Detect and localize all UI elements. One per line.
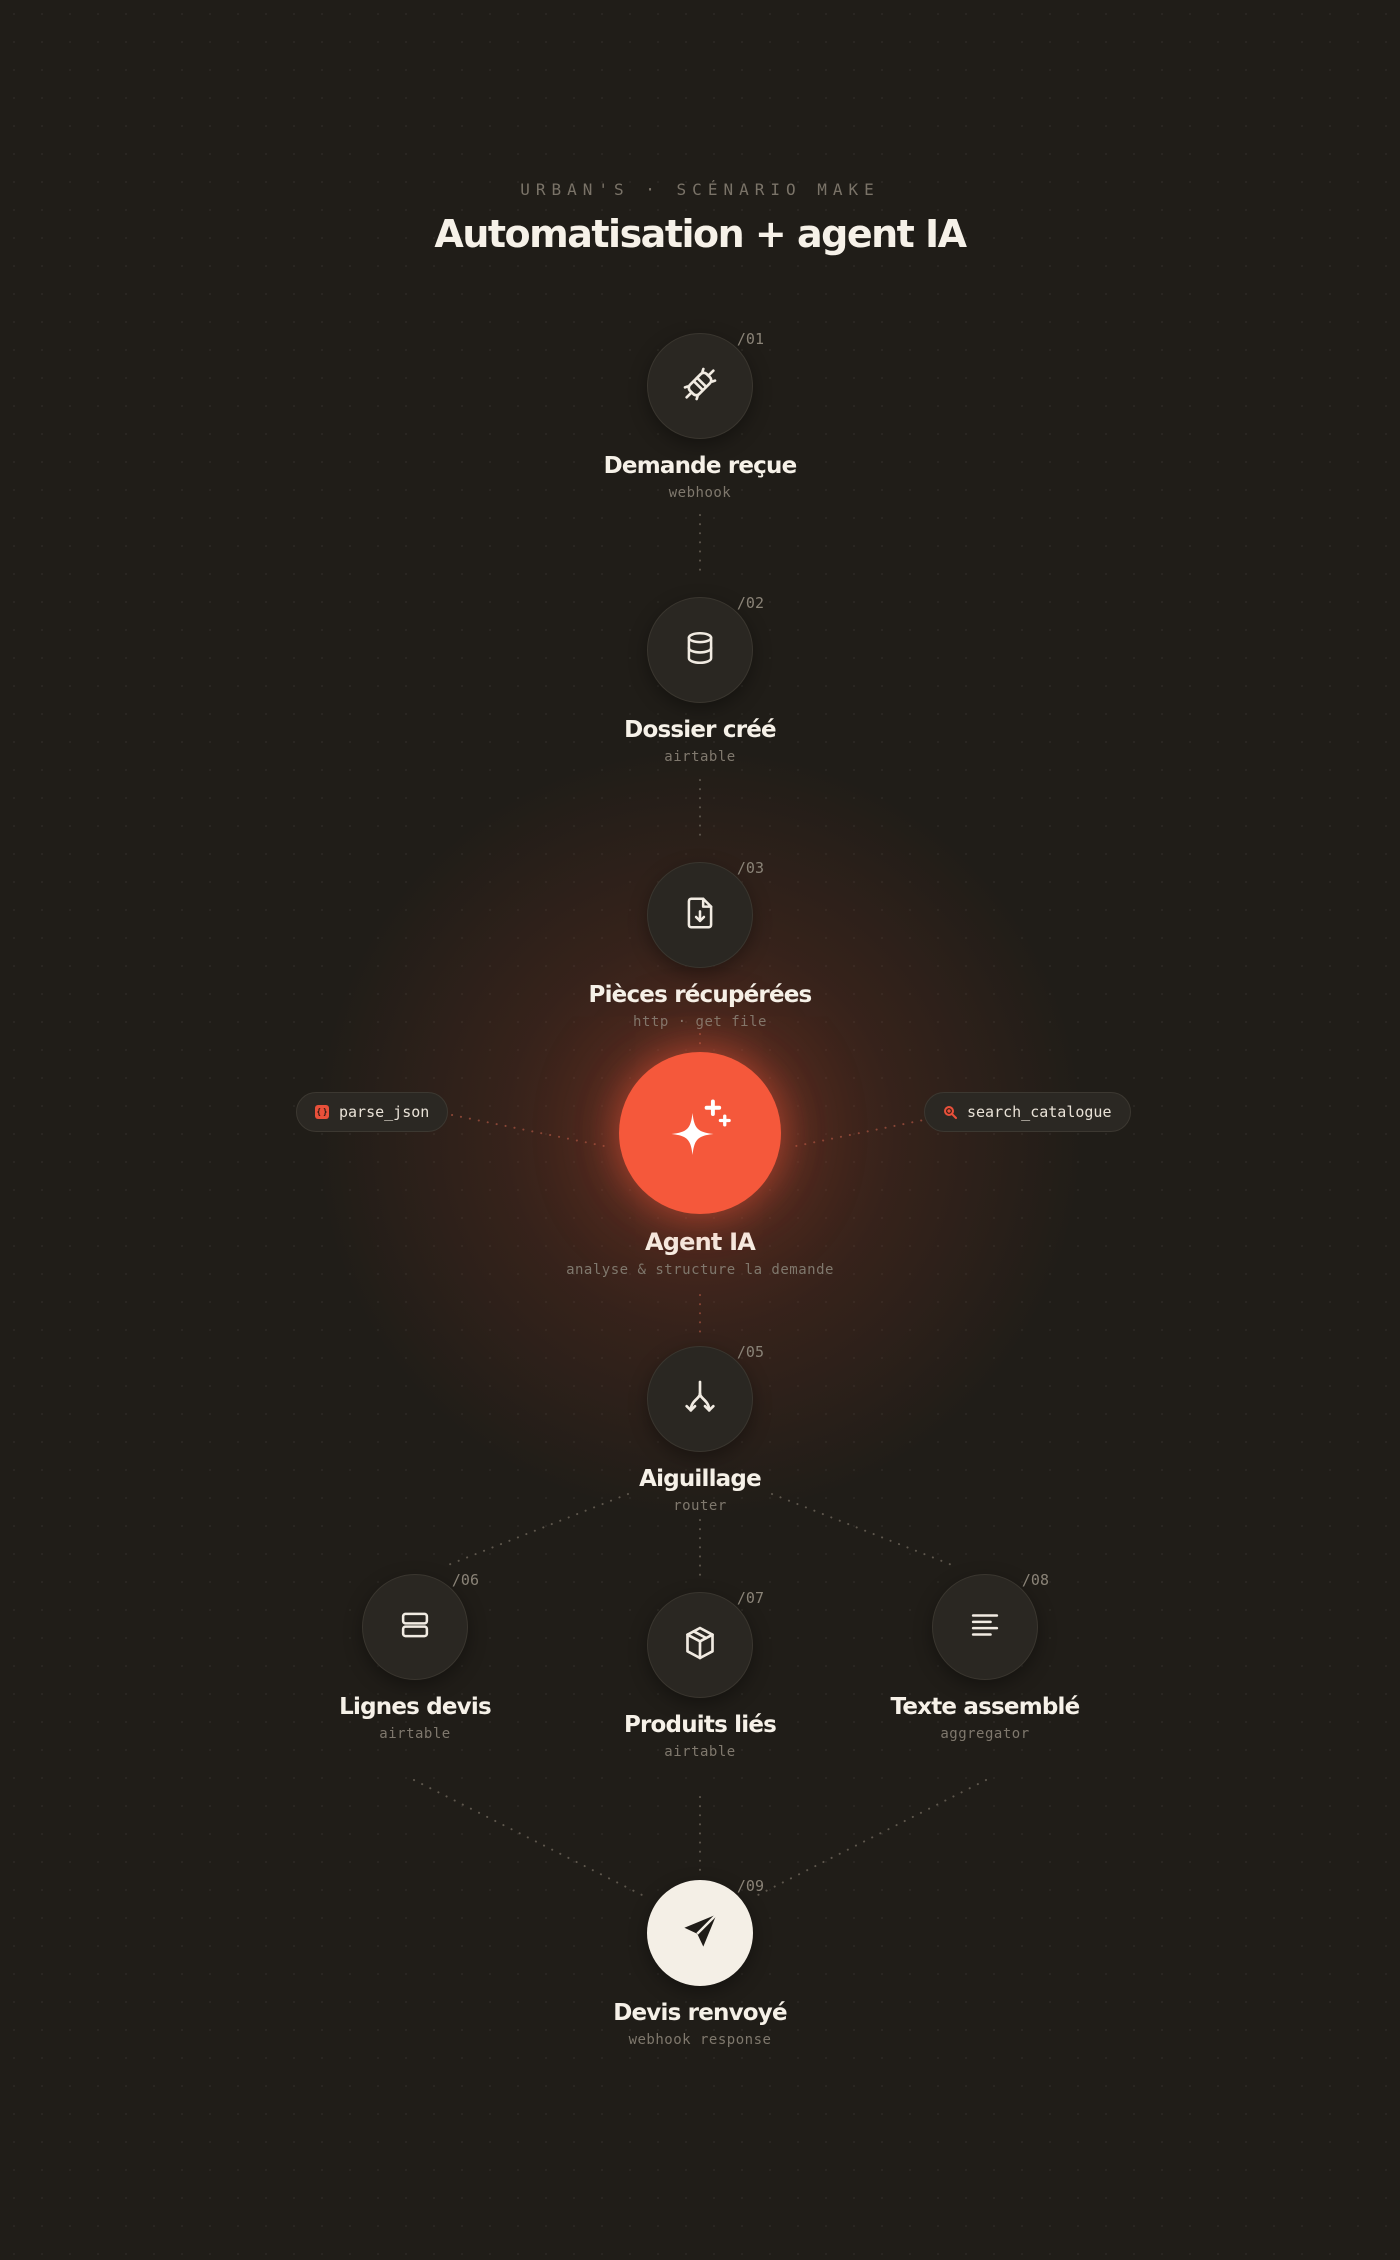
file-download-icon xyxy=(681,894,719,937)
node-lignes-devis[interactable]: /06 Lignes devis airtable xyxy=(215,1571,615,1742)
database-icon xyxy=(681,629,719,672)
node-sub: webhook response xyxy=(628,2032,772,2048)
connector-08-09 xyxy=(751,1779,987,1899)
split-arrows-icon xyxy=(680,1377,720,1422)
search-icon xyxy=(943,1105,957,1119)
text-lines-icon xyxy=(966,1606,1004,1649)
plug-icon xyxy=(680,364,720,409)
node-sub: router xyxy=(673,1498,727,1514)
node-sub: airtable xyxy=(664,1744,736,1760)
connector-06-09 xyxy=(413,1779,649,1899)
node-circle[interactable]: /07 xyxy=(647,1589,764,1698)
eyebrow: URBAN'S · SCÉNARIO MAKE xyxy=(520,180,880,199)
node-sub: analyse & structure la demande xyxy=(566,1262,834,1278)
node-texte-assemble[interactable]: /08 Texte assemblé aggregator xyxy=(785,1571,1185,1742)
step-number: /08 xyxy=(1021,1571,1049,1589)
node-circle[interactable]: /03 xyxy=(647,859,764,968)
node-label: Pièces récupérées xyxy=(588,982,813,1008)
node-pieces-recuperees[interactable]: /03 Pièces récupérées http · get file xyxy=(500,859,900,1030)
step-number: /06 xyxy=(451,1571,479,1589)
node-circle[interactable]: /05 xyxy=(647,1343,764,1452)
step-number: /03 xyxy=(736,859,764,877)
page-title: Automatisation + agent IA xyxy=(434,212,967,256)
braces-icon xyxy=(315,1105,329,1119)
node-sub: airtable xyxy=(379,1726,451,1742)
tool-parse-json[interactable]: parse_json xyxy=(296,1092,449,1132)
tool-search-catalogue[interactable]: search_catalogue xyxy=(924,1092,1131,1132)
box-icon xyxy=(680,1623,720,1668)
node-circle[interactable]: /06 xyxy=(362,1571,479,1680)
send-icon xyxy=(678,1909,722,1958)
step-number: /09 xyxy=(736,1877,764,1895)
node-label: Dossier créé xyxy=(624,717,776,743)
node-sub: airtable xyxy=(664,749,736,765)
node-circle[interactable]: /08 xyxy=(932,1571,1049,1680)
node-label: Agent IA xyxy=(644,1228,756,1256)
step-number: /02 xyxy=(736,594,764,612)
sparkles-icon xyxy=(664,1095,736,1172)
node-sub: webhook xyxy=(668,485,732,501)
node-label: Devis renvoyé xyxy=(613,2000,787,2026)
node-dossier-cree[interactable]: /02 Dossier créé airtable xyxy=(500,594,900,765)
node-sub: aggregator xyxy=(940,1726,1030,1742)
node-aiguillage[interactable]: /05 Aiguillage router xyxy=(500,1343,900,1514)
step-number: /01 xyxy=(736,330,764,348)
node-label: Texte assemblé xyxy=(890,1694,1081,1720)
tool-label: parse_json xyxy=(339,1103,430,1121)
node-circle[interactable]: /02 xyxy=(647,594,764,703)
step-number: /07 xyxy=(736,1589,764,1607)
node-label: Aiguillage xyxy=(639,1466,762,1492)
node-circle[interactable]: /01 xyxy=(647,330,764,439)
agent-circle[interactable] xyxy=(619,1052,781,1214)
node-agent-ia[interactable]: Agent IA analyse & structure la demande xyxy=(500,1052,900,1278)
node-circle[interactable]: /09 xyxy=(647,1877,764,1986)
node-devis-renvoye[interactable]: /09 Devis renvoyé webhook response xyxy=(500,1877,900,2048)
rows-icon xyxy=(396,1606,434,1649)
step-number: /05 xyxy=(736,1343,764,1361)
node-demande-recue[interactable]: /01 Demande reçue webhook xyxy=(500,330,900,501)
tool-label: search_catalogue xyxy=(967,1103,1112,1121)
node-label: Lignes devis xyxy=(339,1694,492,1720)
node-label: Demande reçue xyxy=(603,453,798,479)
node-sub: http · get file xyxy=(633,1014,767,1030)
node-label: Produits liés xyxy=(623,1712,777,1738)
node-produits-lies[interactable]: /07 Produits liés airtable xyxy=(500,1589,900,1760)
